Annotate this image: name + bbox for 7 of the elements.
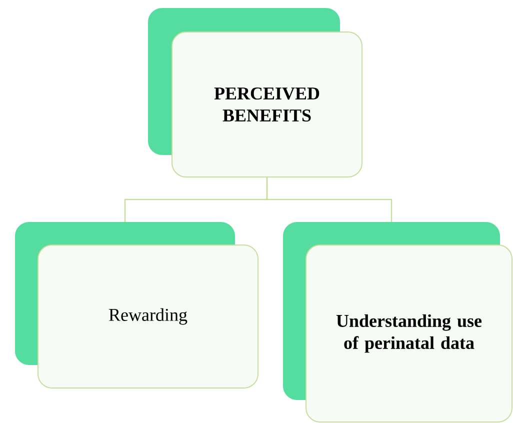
connector-line <box>266 178 392 222</box>
card <box>15 222 258 388</box>
card-text: Understanding use of perinatal data <box>336 314 482 353</box>
card <box>283 222 512 422</box>
card-text: PERCEIVED BENEFITS <box>214 87 320 122</box>
card <box>148 8 362 178</box>
card-text: Rewarding <box>109 308 188 325</box>
